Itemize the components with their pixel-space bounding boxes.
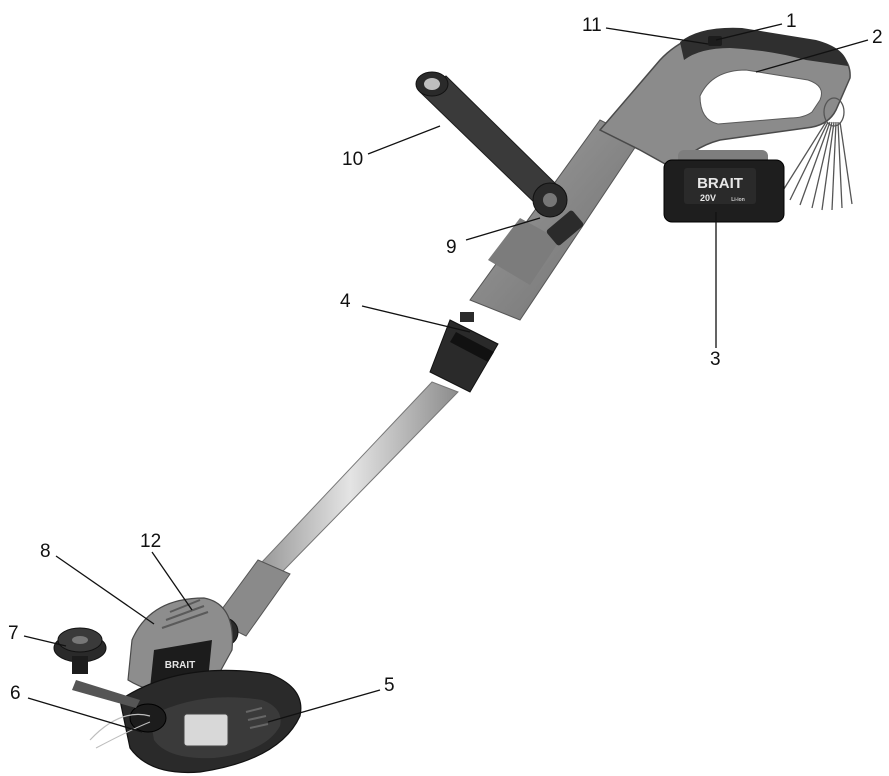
spool-cap (53, 627, 140, 708)
callout-1: 1 (786, 11, 797, 32)
callout-11: 11 (582, 15, 602, 36)
leader-line-12 (151, 551, 193, 611)
lower-shaft (261, 381, 459, 573)
safety-guard (119, 669, 302, 774)
callout-7: 7 (8, 623, 19, 644)
switch-lock-button (708, 36, 722, 46)
callout-5: 5 (384, 675, 395, 696)
callout-6: 6 (10, 683, 21, 704)
rear-handle (598, 27, 851, 171)
leader-line-9 (465, 217, 541, 241)
callout-4: 4 (340, 291, 351, 312)
battery-voltage-text: 20V (700, 193, 716, 203)
callout-12: 12 (140, 531, 162, 552)
auxiliary-handle (415, 71, 584, 246)
battery-pack: BRAIT 20V Li-ion (663, 150, 785, 223)
leader-line-7 (23, 635, 67, 647)
callout-8: 8 (40, 541, 51, 562)
callout-3: 3 (710, 349, 721, 370)
leader-line-4 (361, 305, 471, 333)
key-ring (781, 97, 853, 211)
locking-collar (429, 312, 499, 393)
callout-9: 9 (446, 237, 457, 258)
leader-line-1 (715, 23, 783, 41)
leader-line-10 (367, 125, 441, 155)
housing-brand-text: BRAIT (165, 660, 196, 671)
leader-line-8 (55, 555, 155, 625)
spool-head (89, 703, 167, 749)
motor-housing: BRAIT (127, 597, 234, 694)
leader-line-5 (267, 689, 381, 723)
leader-line-6 (27, 697, 143, 733)
leader-lines (23, 23, 869, 733)
callout-10: 10 (342, 149, 364, 170)
leader-line-2 (755, 39, 869, 73)
battery-brand-text: BRAIT (697, 175, 743, 192)
battery-chem-text: Li-ion (731, 197, 745, 203)
leader-line-11 (605, 27, 709, 45)
guard-label-plate (183, 713, 229, 747)
callout-2: 2 (872, 27, 883, 48)
